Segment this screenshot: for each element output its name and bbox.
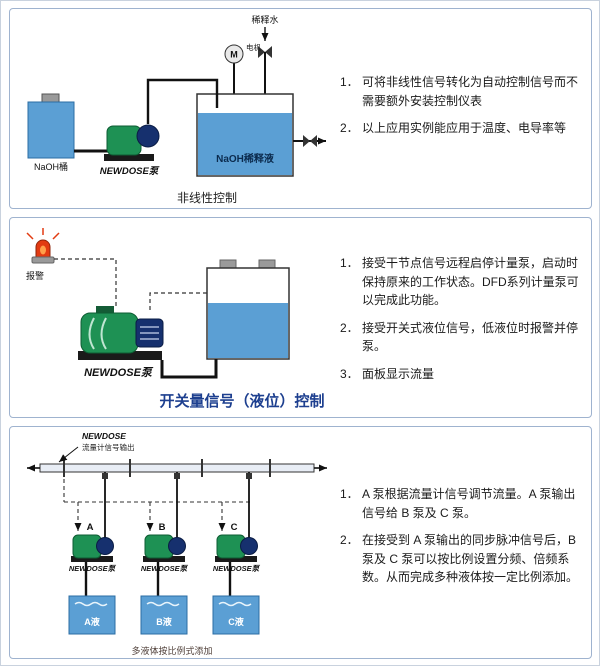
panel3-notes: 1． A 泵根据流量计信号调节流量。A 泵输出信号给 B 泵及 C 泵。 2． …: [340, 485, 586, 596]
note-text: 接受干节点信号远程启停计量泵，启动时保持原来的工作状态。DFD系列计量泵可以完成…: [362, 256, 579, 308]
tank-c-label: C液: [228, 616, 244, 627]
note-item: 1． 可将非线性信号转化为自动控制信号而不需要额外安装控制仪表: [340, 73, 586, 110]
motor-icon: [224, 44, 244, 64]
pump-b-letter: B: [159, 522, 166, 533]
note-text: 接受开关式液位信号，低液位时报警并停泵。: [362, 320, 579, 354]
valve-icon: [303, 135, 317, 147]
motor-label: M: [230, 50, 238, 60]
dosing-pipe: [146, 78, 219, 124]
suction-pipe: [160, 359, 218, 379]
note-text: A 泵根据流量计信号调节流量。A 泵输出信号给 B 泵及 C 泵。: [362, 487, 576, 520]
solution-tank-label: NaOH稀释液: [216, 152, 274, 165]
panel1-caption: 非线性控制: [177, 191, 237, 205]
note-item: 3． 面板显示流量: [340, 365, 586, 384]
note-text: 可将非线性信号转化为自动控制信号而不需要额外安装控制仪表: [362, 75, 579, 108]
note-item: 2． 接受开关式液位信号，低液位时报警并停泵。: [340, 319, 586, 356]
note-number: 3．: [340, 366, 359, 381]
pump-c: C NEWDOSE泵: [213, 472, 261, 596]
tank-a: A液: [68, 595, 116, 635]
note-number: 2．: [340, 533, 359, 548]
tank-c: C液: [212, 595, 260, 635]
note-number: 1．: [340, 75, 359, 89]
pump-label: NEWDOSE泵: [141, 564, 189, 573]
brand-label: NEWDOSE: [82, 431, 126, 441]
pump-a: A NEWDOSE泵: [69, 472, 117, 596]
flow-signal-label: 流量计信号输出: [82, 442, 135, 452]
inlet-water-label: 稀释水: [251, 14, 278, 25]
motor-name-label: 电机: [246, 42, 261, 52]
alarm-label: 报警: [26, 270, 44, 281]
pump-head: [136, 124, 160, 148]
panel-proportional-dosing: NEWDOSE 流量计信号输出 A NEWDOSE泵: [9, 426, 592, 659]
pump-label: NEWDOSE泵: [100, 166, 160, 177]
note-item: 1． A 泵根据流量计信号调节流量。A 泵输出信号给 B 泵及 C 泵。: [340, 485, 586, 522]
water-inlet: 稀释水: [251, 14, 279, 94]
tank-outlet: [293, 135, 326, 147]
note-item: 1． 接受干节点信号远程启停计量泵，启动时保持原来的工作状态。DFD系列计量泵可…: [340, 254, 586, 310]
pump-c-letter: C: [231, 522, 238, 533]
note-number: 2．: [340, 320, 359, 335]
pump-a-letter: A: [87, 522, 94, 533]
note-number: 1．: [340, 256, 359, 270]
naoh-drum: NaOH桶: [27, 93, 75, 172]
panel3-caption: 多液体按比例式添加: [131, 645, 212, 656]
label-pointer: [58, 446, 79, 463]
diagram-proportional-dosing: NEWDOSE 流量计信号输出 A NEWDOSE泵: [27, 431, 327, 656]
pump-label: NEWDOSE泵: [84, 367, 154, 379]
dosing-pump: [104, 124, 160, 161]
note-item: 2． 以上应用实例能应用于温度、电导率等: [340, 119, 586, 138]
note-item: 2． 在接受到 A 泵输出的同步脉冲信号后，B 泵及 C 泵可以按比例设置分频、…: [340, 531, 586, 587]
alarm-beacon-icon: [26, 228, 60, 264]
diagram-level-control: 报警 NEWDOSE泵: [26, 228, 325, 410]
panel2-caption: 开关量信号（液位）控制: [159, 392, 324, 410]
diagram-nonlinear-control: 稀释水 M 电机 NaOH稀释液: [27, 14, 326, 205]
note-number: 1．: [340, 487, 359, 501]
panel1-notes: 1． 可将非线性信号转化为自动控制信号而不需要额外安装控制仪表 2． 以上应用实…: [340, 73, 586, 147]
signal-lines: [54, 258, 207, 313]
note-text: 以上应用实例能应用于温度、电导率等: [362, 121, 567, 136]
panel-level-control: 报警 NEWDOSE泵: [9, 217, 592, 418]
pump-label: NEWDOSE泵: [69, 564, 117, 573]
pump-label: NEWDOSE泵: [213, 564, 261, 573]
dosing-pump: [78, 306, 164, 360]
note-number: 2．: [340, 121, 359, 136]
note-text: 在接受到 A 泵输出的同步脉冲信号后，B 泵及 C 泵可以按比例设置分频、倍频系…: [362, 533, 579, 585]
note-text: 面板显示流量: [362, 366, 435, 381]
panel2-notes: 1． 接受干节点信号远程启停计量泵，启动时保持原来的工作状态。DFD系列计量泵可…: [340, 254, 586, 393]
tank-a-label: A液: [84, 616, 100, 627]
tank-b: B液: [140, 595, 188, 635]
signal-lines: [63, 472, 250, 531]
chemical-tank: [206, 259, 290, 360]
pump-b: B NEWDOSE泵: [141, 472, 189, 596]
solution-tank: NaOH稀释液: [196, 93, 294, 177]
panel-nonlinear-control: 稀释水 M 电机 NaOH稀释液: [9, 8, 592, 209]
naoh-drum-label: NaOH桶: [34, 161, 68, 172]
tank-b-label: B液: [156, 616, 172, 627]
